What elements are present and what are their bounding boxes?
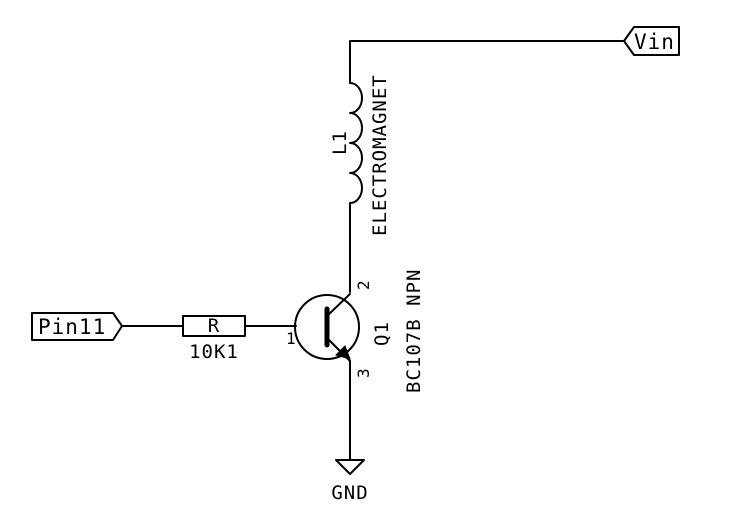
pin-base-number: 1	[286, 329, 296, 348]
ground-icon	[335, 459, 365, 475]
resistor-body	[182, 315, 246, 337]
port-pin11-outline	[31, 312, 123, 341]
port-vin[interactable]: Vin	[623, 26, 680, 56]
pin-emitter-number: 3	[354, 368, 373, 378]
inductor-ref: L1	[329, 130, 351, 155]
inductor-l1[interactable]: L1 ELECTROMAGNET	[329, 74, 391, 236]
transistor-ref: Q1	[371, 321, 393, 346]
resistor-symbol: R	[208, 315, 220, 337]
transistor-q1[interactable]: 1 2 3 Q1 BC107B NPN	[286, 269, 425, 393]
inductor-coil	[349, 82, 363, 204]
port-vin-label: Vin	[634, 30, 675, 54]
pin-collector-number: 2	[354, 280, 373, 290]
ground-label: GND	[331, 482, 368, 504]
transistor-part: BC107B NPN	[403, 269, 425, 393]
ground-symbol[interactable]: GND	[331, 459, 368, 504]
port-pin11-label: Pin11	[38, 315, 106, 339]
port-pin11[interactable]: Pin11	[31, 312, 123, 341]
transistor-collector-lead	[326, 293, 351, 317]
resistor-value: 10K1	[189, 341, 239, 363]
vin-net	[349, 40, 625, 84]
port-vin-outline	[623, 26, 680, 56]
resistor-r[interactable]: R 10K1	[182, 315, 246, 363]
inductor-value: ELECTROMAGNET	[369, 74, 391, 236]
emitter-arrow	[335, 345, 351, 360]
wire-vin	[349, 40, 625, 84]
